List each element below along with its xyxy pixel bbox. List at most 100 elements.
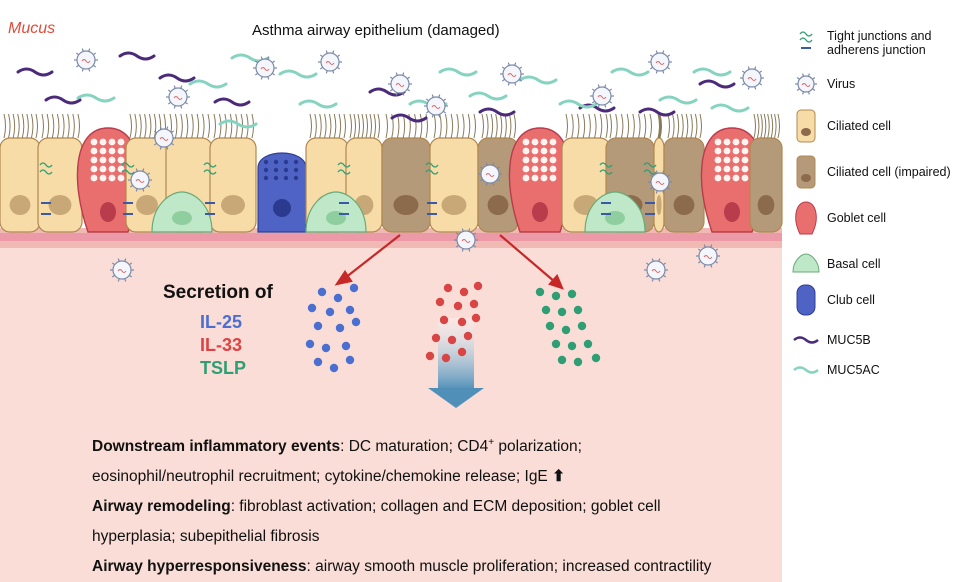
cilia (3, 113, 38, 139)
tight-junction (337, 162, 351, 215)
virus-icon (644, 258, 668, 282)
muc5b-strand (118, 51, 156, 61)
effect-inflammatory-line1: Downstream inflammatory events: DC matur… (92, 437, 582, 456)
tight-junction (203, 162, 217, 215)
virus-icon (648, 50, 672, 74)
muc5b-strand (158, 73, 196, 83)
cytokine-dot (583, 339, 593, 349)
ciliated-cell-impaired (477, 113, 519, 233)
effect-remodeling-line2: hyperplasia; subepithelial fibrosis (92, 528, 320, 546)
muc5b-strand (213, 97, 251, 107)
tight-junction-icon (799, 31, 813, 49)
cytokine-il25-label: IL-25 (200, 312, 242, 332)
muc5ac-strand (610, 67, 650, 77)
cytokine-dot (573, 357, 583, 367)
cilia (609, 113, 652, 139)
diagram-title: Asthma airway epithelium (damaged) (252, 22, 500, 39)
virus-icon (454, 228, 478, 252)
virus-icon (590, 84, 614, 108)
cytokine-dot (469, 299, 479, 309)
effect-hyperresponsiveness-line: Airway hyperresponsiveness: airway smoot… (92, 558, 712, 576)
cilia (657, 113, 662, 139)
cytokine-dot (425, 351, 435, 361)
cytokine-dot (341, 341, 351, 351)
cytokine-dot (557, 307, 567, 317)
cytokine-dot (317, 287, 327, 297)
cytokine-dot (305, 339, 315, 349)
cytokine-dot (471, 313, 481, 323)
muc5b-strand (368, 87, 406, 97)
legend-label: MUC5AC (827, 363, 880, 377)
cilia (129, 113, 166, 139)
effect-remodeling-heading: Airway remodeling (92, 498, 231, 516)
ciliated-cell (0, 113, 41, 233)
cytokine-dot (443, 283, 453, 293)
cytokine-dot (567, 289, 577, 299)
ciliated-cell-impaired-icon (796, 155, 816, 189)
ciliated-cell-icon (796, 109, 816, 143)
ciliated-cell-impaired (749, 113, 783, 233)
virus-icon (648, 170, 672, 194)
cytokine-dot (345, 305, 355, 315)
cytokine-dot (551, 291, 561, 301)
basal-cell (584, 191, 646, 233)
muc5ac-strand (710, 103, 750, 113)
downstream-arrow (428, 318, 484, 408)
basement-membrane-inner (0, 233, 782, 241)
cytokine-dot (439, 315, 449, 325)
legend-label: Ciliated cell (impaired) (827, 165, 951, 179)
virus-icon (74, 48, 98, 72)
virus-icon (253, 56, 277, 80)
muc5ac-icon (793, 366, 819, 374)
muc5ac-strand (518, 75, 558, 85)
cilia (481, 113, 516, 139)
muc5ac-strand (692, 67, 732, 77)
cytokine-dot (313, 357, 323, 367)
cilia (169, 113, 210, 139)
tight-junction (599, 162, 613, 215)
virus-icon (424, 94, 448, 118)
cytokine-dot (349, 283, 359, 293)
legend-label: MUC5B (827, 333, 871, 347)
cilia (309, 113, 346, 139)
tight-junction (643, 162, 657, 215)
club-cell (257, 152, 307, 233)
cilia (349, 113, 380, 139)
virus-icon (128, 168, 152, 192)
cytokine-dot (333, 293, 343, 303)
virus-icon (478, 162, 502, 186)
cytokine-dot (313, 321, 323, 331)
cytokine-dot (335, 323, 345, 333)
ciliated-cell (37, 113, 83, 233)
cytokine-dot (573, 305, 583, 315)
tight-junction (425, 162, 439, 215)
cytokine-dot (561, 325, 571, 335)
secretion-arrows (334, 234, 564, 290)
legend-label: Basal cell (827, 257, 881, 271)
cytokine-dot (567, 341, 577, 351)
mucus-layer (16, 48, 764, 282)
basal-cell-icon (792, 253, 820, 273)
muc5b-strand (638, 107, 676, 117)
cytokine-dot (545, 321, 555, 331)
cytokine-dot (345, 355, 355, 365)
effects-text: Downstream inflammatory events: DC matur… (92, 428, 782, 582)
cytokine-dot (457, 347, 467, 357)
virus-icon (318, 50, 342, 74)
muc5ac-strand (188, 79, 228, 89)
cytokine-dot (321, 343, 331, 353)
tslp-dots (535, 287, 601, 367)
club-cell-icon (796, 284, 816, 316)
ciliated-cell-impaired (663, 113, 705, 233)
cytokine-dot (459, 287, 469, 297)
effect-inflammatory-heading: Downstream inflammatory events (92, 438, 341, 456)
cytokine-tslp-label: TSLP (200, 358, 246, 378)
muc5b-strand (16, 67, 54, 77)
basal-cell (151, 191, 213, 233)
cytokine-dot (541, 305, 551, 315)
cytokine-dot (441, 353, 451, 363)
ciliated-cell (429, 113, 479, 233)
cytokine-dot (591, 353, 601, 363)
